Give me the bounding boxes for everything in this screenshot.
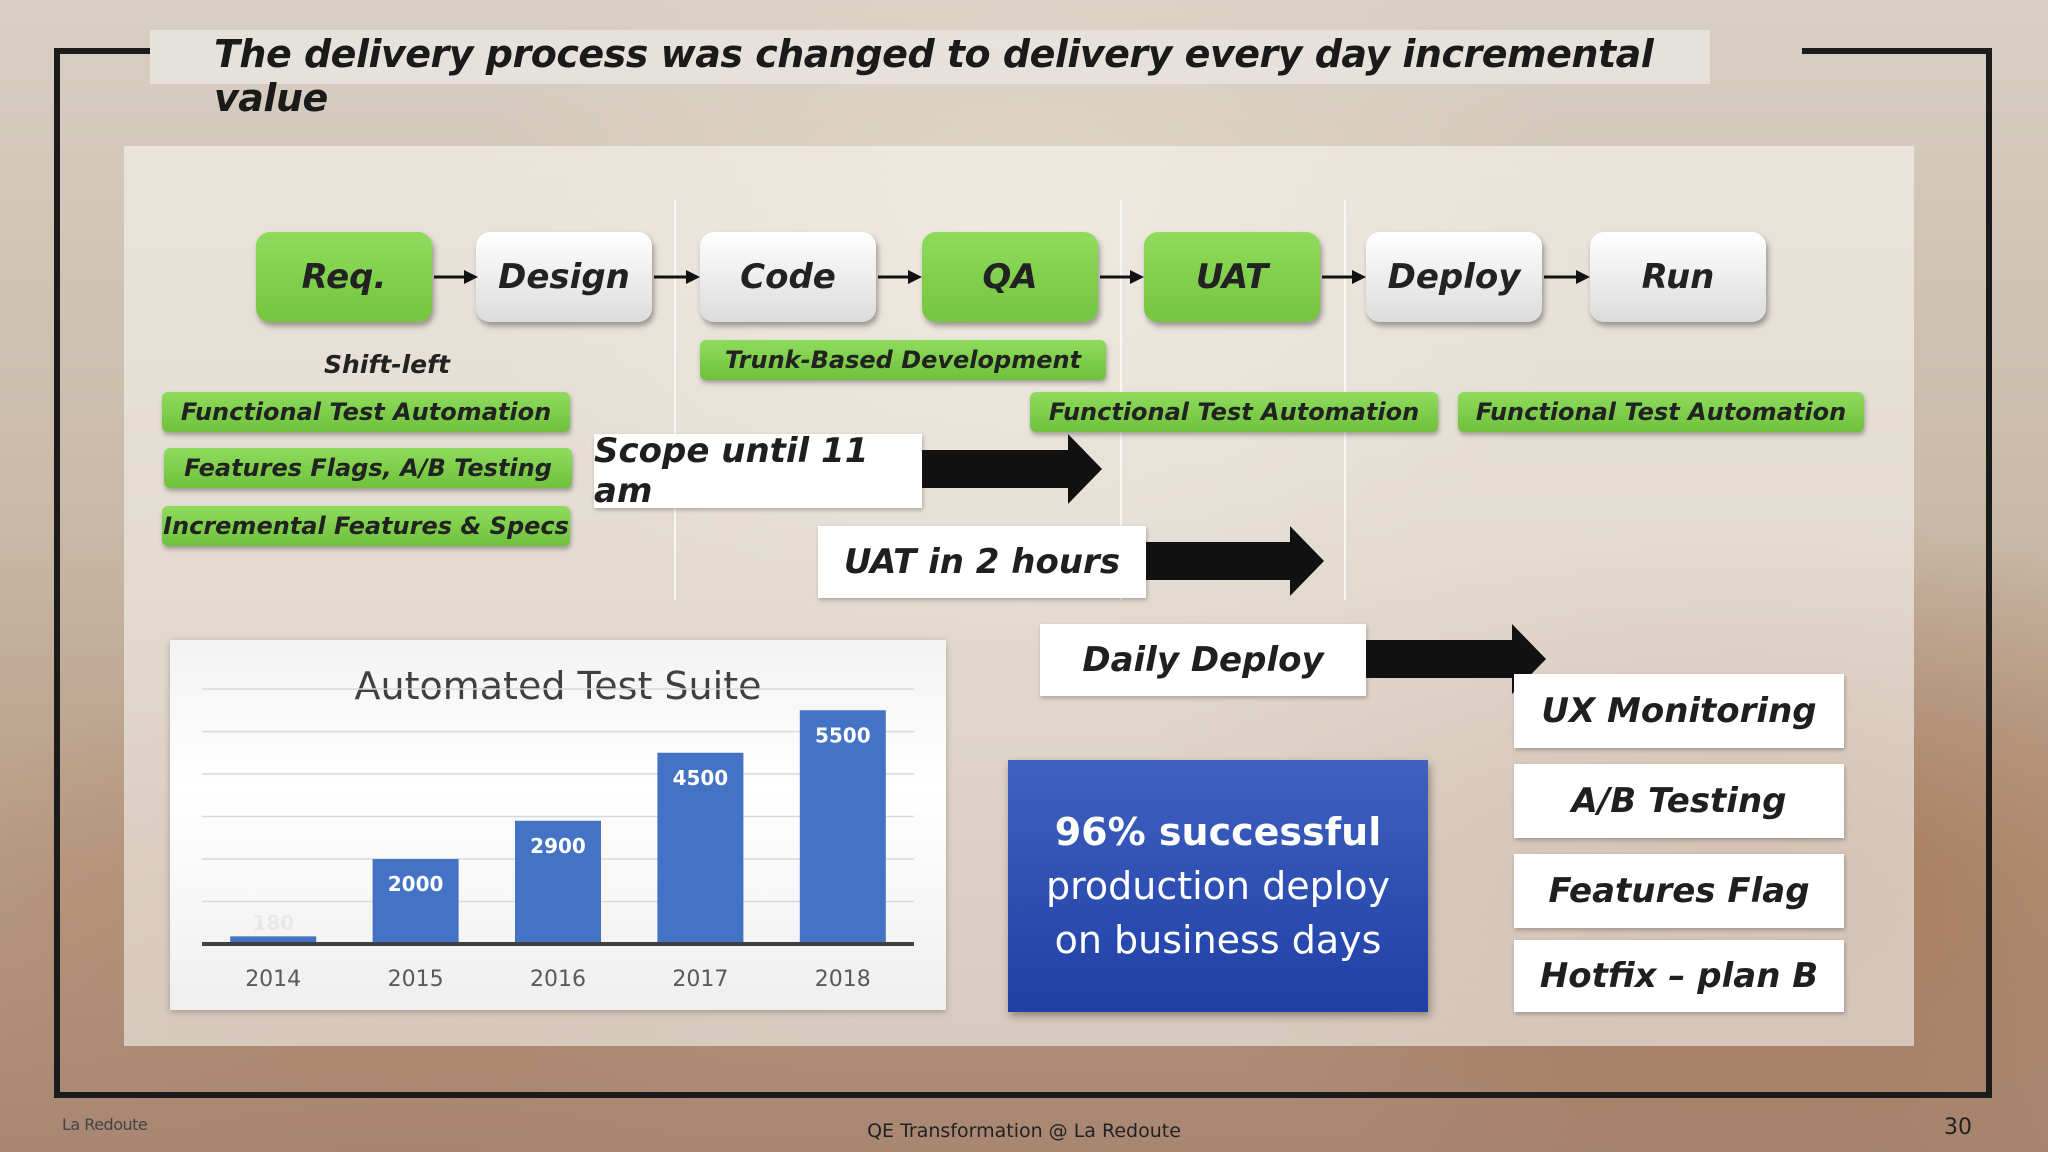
brand-logo: La Redoute bbox=[62, 1115, 148, 1134]
bar bbox=[657, 752, 744, 944]
stat-headline: 96% successful bbox=[1054, 810, 1382, 854]
run-item-hotfix: Hotfix – plan B bbox=[1514, 940, 1844, 1012]
title-background bbox=[150, 30, 1710, 84]
flow-arrow-icon bbox=[434, 270, 478, 284]
run-item-ab-testing: A/B Testing bbox=[1514, 764, 1844, 838]
req-tag-flags: Features Flags, A/B Testing bbox=[164, 448, 572, 488]
daily-deploy-callout: Daily Deploy bbox=[1040, 624, 1366, 696]
arrow-right-icon bbox=[1366, 624, 1546, 694]
run-item-ux-monitoring: UX Monitoring bbox=[1514, 674, 1844, 748]
stage-req: Req. bbox=[256, 232, 432, 322]
data-label: 180 bbox=[252, 911, 294, 935]
stage-design: Design bbox=[476, 232, 652, 322]
arrow-right-icon bbox=[922, 434, 1102, 504]
scope-callout: Scope until 11 am bbox=[594, 431, 922, 511]
frame-top-right bbox=[1802, 48, 1992, 54]
frame-top-left bbox=[54, 48, 150, 54]
bar bbox=[515, 820, 601, 944]
flow-arrow-icon bbox=[878, 270, 922, 284]
bar bbox=[799, 710, 886, 944]
shift-left-label: Shift-left bbox=[324, 350, 450, 379]
data-label: 5500 bbox=[815, 723, 871, 747]
stage-run: Run bbox=[1590, 232, 1766, 322]
bar-chart: 180 2014 2000 2015 2900 2016 4500 2017 5500 2018 bbox=[202, 688, 914, 992]
frame-bottom bbox=[54, 1092, 1992, 1098]
flow-arrow-icon bbox=[1100, 270, 1144, 284]
data-label: 4500 bbox=[673, 766, 729, 790]
page-number: 30 bbox=[1944, 1115, 1972, 1140]
stage-qa: QA bbox=[922, 232, 1098, 322]
stage-uat: UAT bbox=[1144, 232, 1320, 322]
run-tag-functional: Functional Test Automation bbox=[1458, 392, 1864, 432]
uat-tag-functional: Functional Test Automation bbox=[1030, 392, 1438, 432]
x-tick-label: 2014 bbox=[245, 967, 301, 992]
flow-arrow-icon bbox=[1544, 270, 1590, 284]
trunk-based-tag: Trunk-Based Development bbox=[700, 340, 1106, 380]
flow-arrow-icon bbox=[1322, 270, 1366, 284]
req-tag-incremental: Incremental Features & Specs bbox=[162, 506, 570, 546]
guide-line bbox=[674, 200, 676, 600]
chart-title: Automated Test Suite bbox=[354, 664, 762, 708]
bar bbox=[230, 936, 317, 944]
stage-code: Code bbox=[700, 232, 876, 322]
x-tick-label: 2016 bbox=[530, 967, 586, 992]
run-item-features-flag: Features Flag bbox=[1514, 854, 1844, 928]
x-tick-label: 2017 bbox=[672, 967, 728, 992]
req-tag-functional: Functional Test Automation bbox=[162, 392, 570, 432]
stat-line-2: production deploy bbox=[1045, 864, 1391, 908]
data-label: 2000 bbox=[388, 872, 444, 896]
bar bbox=[372, 859, 459, 944]
x-tick-label: 2018 bbox=[815, 967, 871, 992]
data-label: 2900 bbox=[530, 834, 586, 858]
x-tick-label: 2015 bbox=[388, 967, 444, 992]
uat-callout: UAT in 2 hours bbox=[818, 526, 1146, 598]
arrow-right-icon bbox=[1146, 526, 1324, 596]
footer-caption: QE Transformation @ La Redoute bbox=[867, 1120, 1181, 1142]
frame-right bbox=[1986, 48, 1992, 1098]
success-stat-box: 96% successful production deploy on busi… bbox=[1008, 760, 1428, 1012]
page-title: The delivery process was changed to deli… bbox=[214, 32, 1654, 120]
frame-left bbox=[54, 48, 60, 1098]
stage-deploy: Deploy bbox=[1366, 232, 1542, 322]
stat-line-3: on business days bbox=[1054, 918, 1382, 962]
flow-arrow-icon bbox=[654, 270, 700, 284]
